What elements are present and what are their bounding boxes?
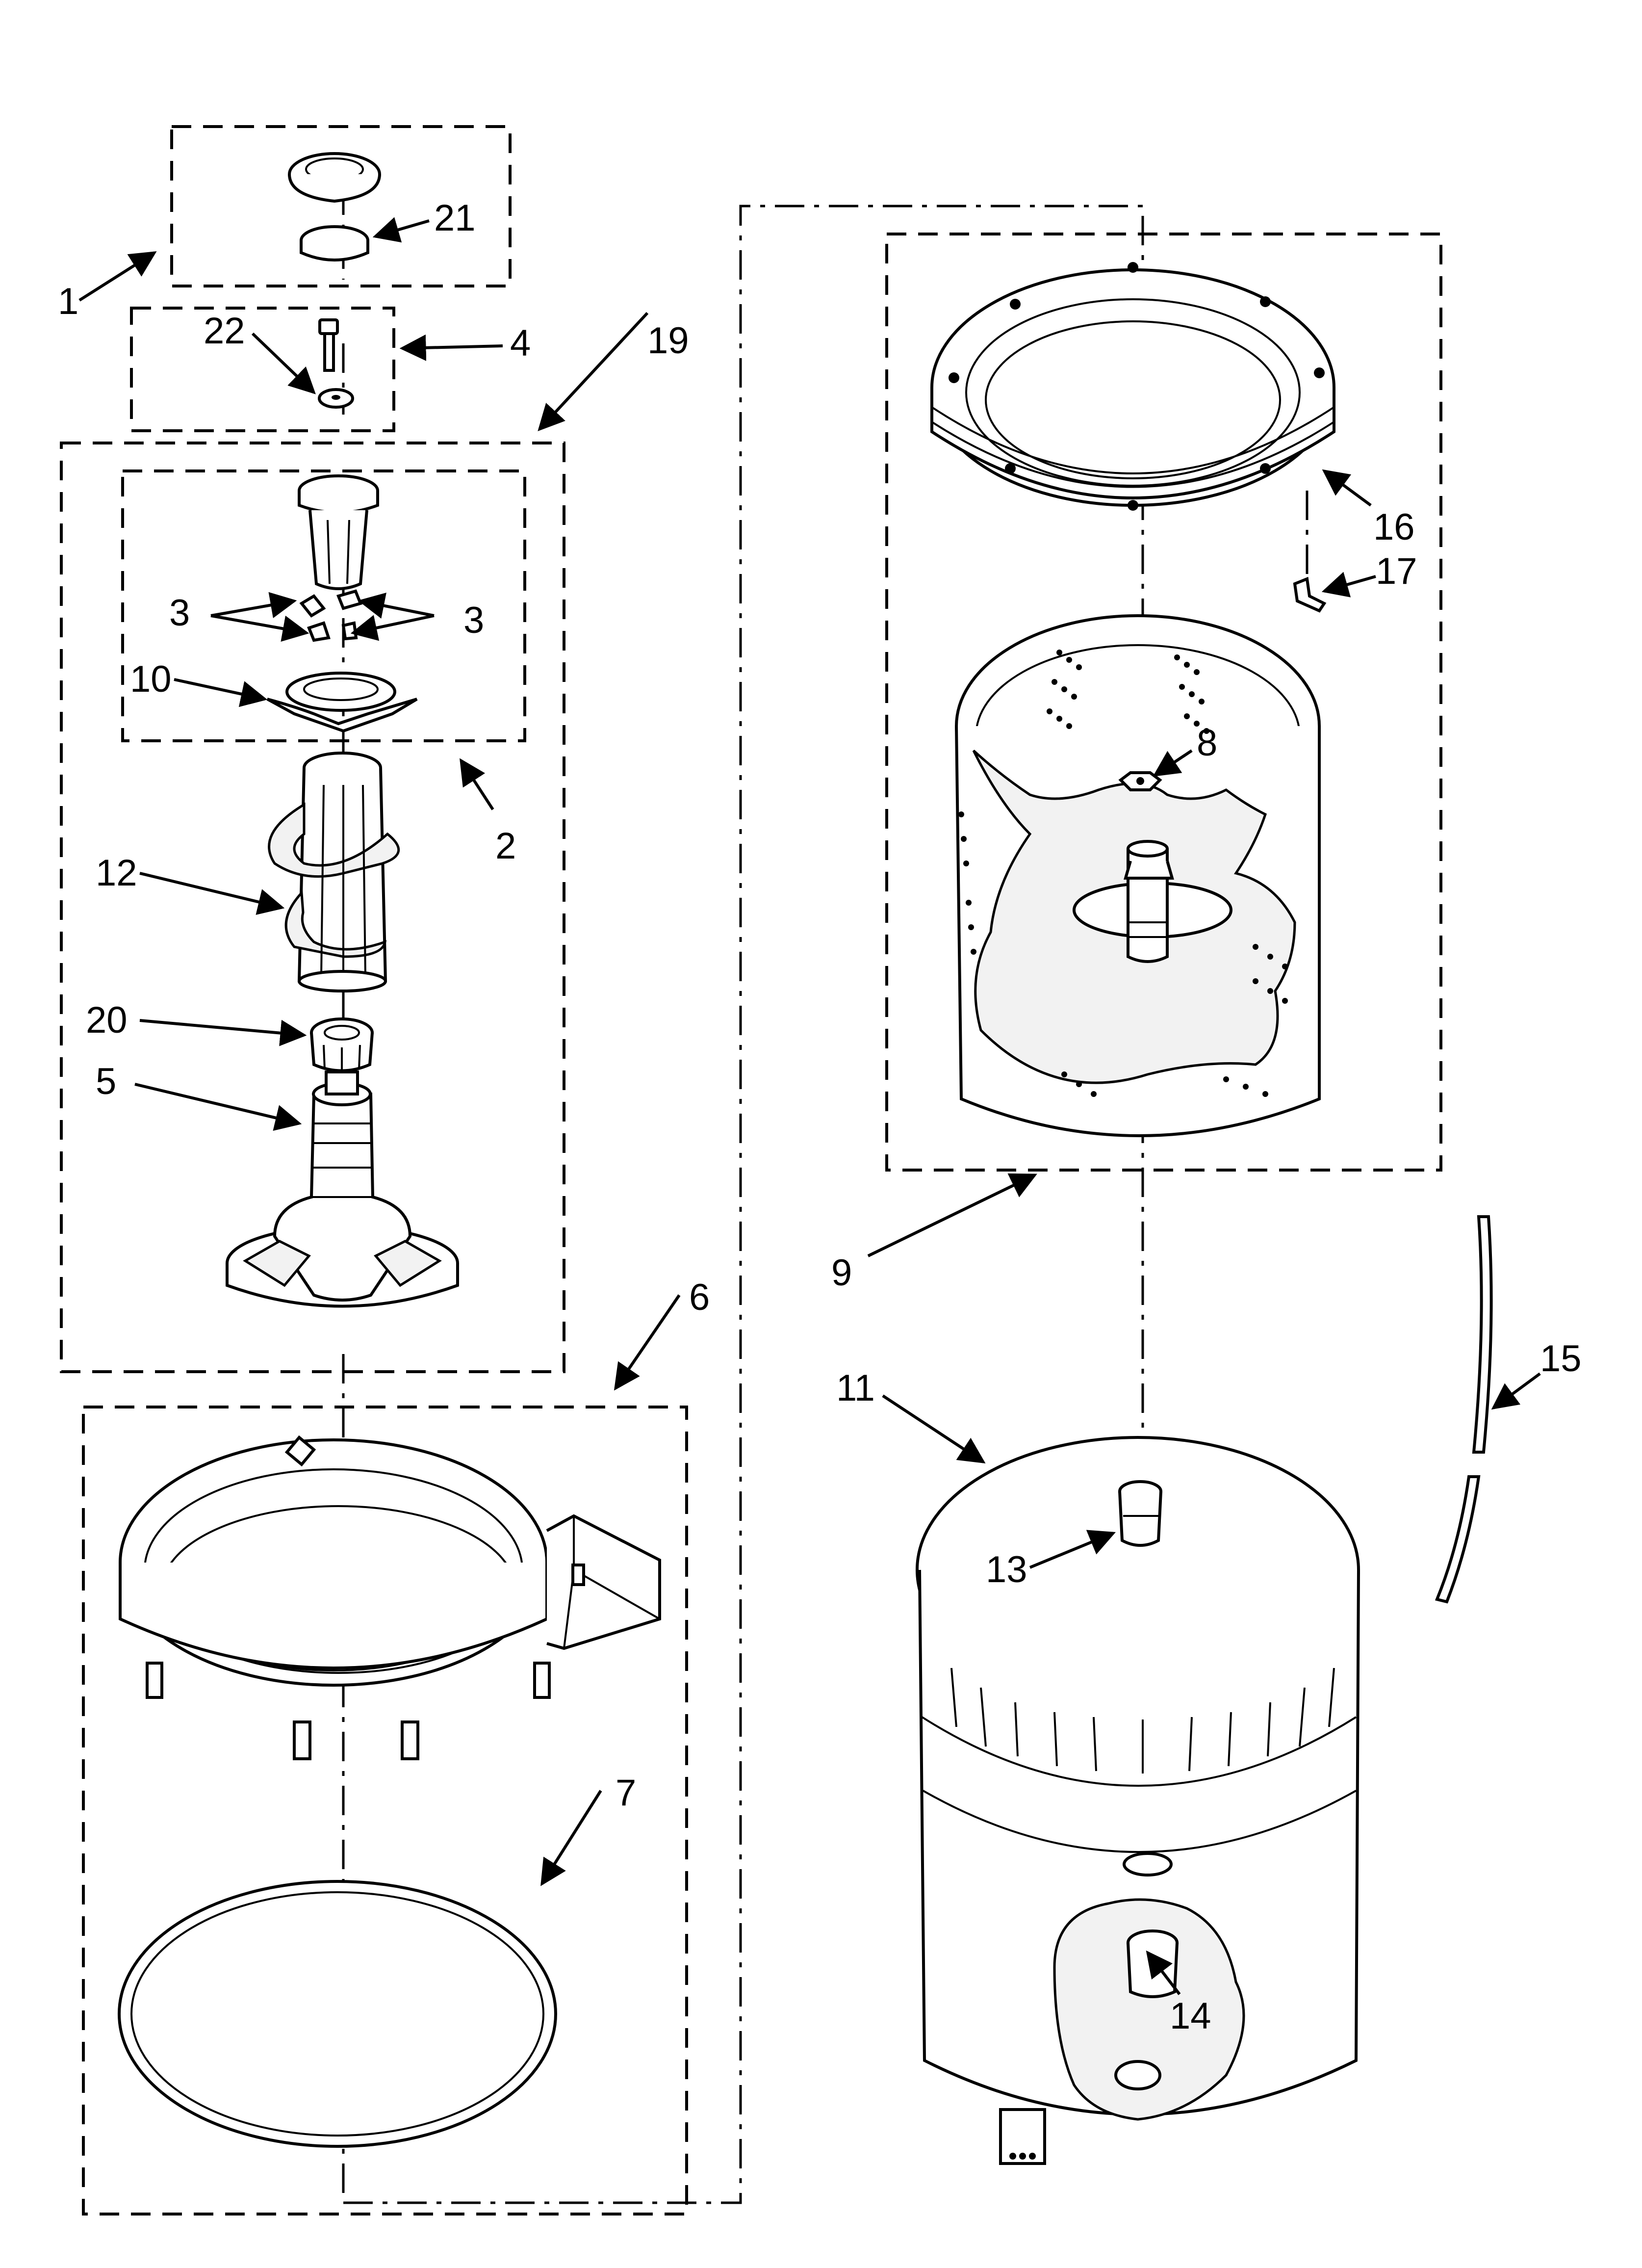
part-11-outer-tub	[916, 1436, 1360, 2165]
label-part-3-right: 3	[463, 600, 484, 641]
label-part-4: 4	[510, 322, 531, 364]
box-tub-ring-assembly	[82, 1406, 688, 2216]
label-part-21: 21	[434, 197, 476, 239]
label-part-17: 17	[1376, 550, 1417, 592]
label-part-9: 9	[831, 1252, 852, 1294]
part-17-clip	[1293, 576, 1327, 613]
label-part-16: 16	[1373, 506, 1415, 548]
part-15-hose	[1435, 1215, 1493, 1604]
label-part-13: 13	[986, 1549, 1027, 1590]
part-9-basket	[955, 614, 1321, 1137]
label-part-22: 22	[204, 310, 245, 352]
label-part-10: 10	[130, 658, 172, 700]
part-13-bushing	[1118, 1480, 1162, 1547]
label-part-19: 19	[647, 320, 689, 362]
label-part-14: 14	[1170, 1995, 1211, 2037]
part-22-bolt-washer	[318, 318, 354, 409]
label-part-3-left: 3	[169, 592, 190, 634]
leader-lines	[78, 217, 1541, 1995]
basket-perforations	[958, 650, 1288, 1097]
part-3-dogs	[299, 589, 363, 642]
part-6-tub-ring	[119, 1435, 661, 1760]
label-part-5: 5	[96, 1061, 116, 1102]
label-part-20: 20	[86, 999, 128, 1041]
box-cam-assembly	[121, 469, 526, 742]
part-20-ring	[310, 1017, 374, 1073]
label-part-15: 15	[1540, 1338, 1582, 1380]
label-part-1: 1	[58, 281, 78, 322]
label-part-11: 11	[836, 1367, 875, 1409]
group-boxes	[60, 125, 1442, 2216]
label-part-2: 2	[495, 825, 516, 867]
part-cam-drive	[298, 474, 379, 590]
label-part-7: 7	[616, 1772, 636, 1814]
part-number-labels: 1 21 4 22 19 3 3 10 2 12 20 5 6 7 8 9 11…	[58, 197, 1582, 2037]
box-cap-assembly	[170, 125, 512, 287]
part-10-cam	[266, 672, 418, 733]
part-5-agitator-base	[226, 1070, 459, 1308]
part-16-balance-ring	[930, 262, 1335, 511]
box-agitator-assembly	[60, 442, 565, 1373]
label-part-6: 6	[689, 1277, 710, 1318]
box-bolt-assembly	[130, 307, 395, 432]
part-7-seal	[118, 1880, 557, 2148]
part-12-auger	[268, 752, 400, 992]
part-21-agitator-cap	[288, 152, 381, 261]
part-8-nut	[1118, 771, 1162, 791]
label-part-12: 12	[96, 852, 137, 894]
label-part-8: 8	[1197, 722, 1217, 764]
box-basket-assembly	[885, 233, 1442, 1172]
